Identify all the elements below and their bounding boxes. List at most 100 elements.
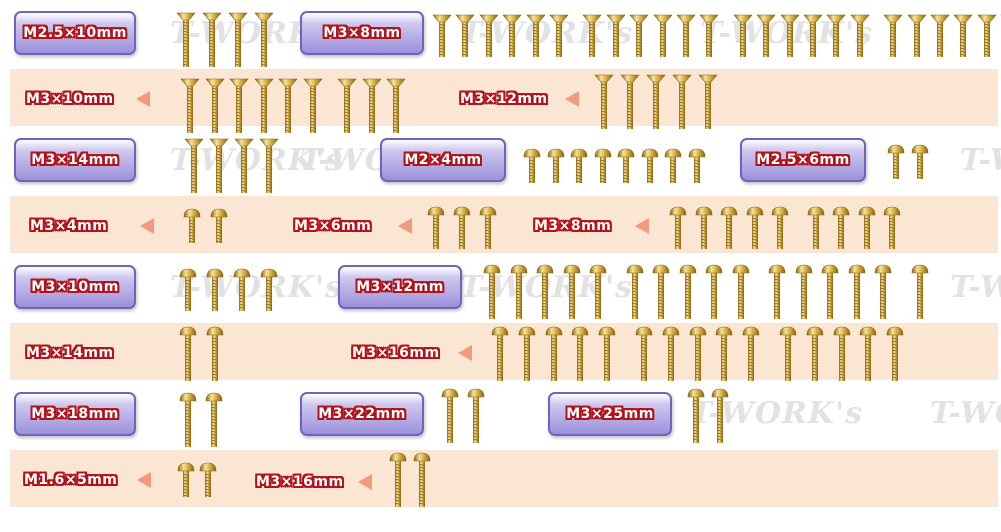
screw-icon (930, 14, 950, 62)
screw-icon (278, 78, 298, 138)
size-label: M3×14mm (26, 345, 114, 361)
screw-icon (756, 14, 776, 62)
screw-icon (569, 148, 589, 188)
screw-icon (229, 78, 249, 138)
screw-icon (651, 264, 671, 324)
screw-icon (953, 14, 974, 62)
size-label-plain: M3×10mm (26, 84, 114, 114)
screw-icon (232, 268, 252, 316)
watermark: T-WORK's (950, 270, 1001, 305)
screw-icon (228, 12, 248, 72)
pointer-arrow-icon (458, 345, 472, 361)
screw-icon (779, 14, 800, 62)
screw-icon (388, 452, 408, 512)
screw-icon (361, 78, 382, 138)
screw-icon (646, 74, 666, 134)
size-label-plain: M3×14mm (26, 338, 114, 368)
screw-icon (794, 264, 814, 324)
screw-icon (570, 326, 590, 386)
screw-icon (253, 78, 274, 138)
screw-icon (620, 74, 640, 134)
screw-icon (588, 264, 608, 324)
screw-icon (668, 206, 688, 254)
screw-icon (678, 264, 698, 324)
screw-icon (597, 326, 617, 386)
screw-icon (452, 206, 472, 254)
screw-icon (640, 148, 660, 188)
watermark: T-WORK's (170, 270, 344, 305)
pointer-arrow-icon (565, 91, 579, 107)
screw-icon (209, 138, 229, 198)
screw-icon (606, 14, 626, 62)
screw-icon (688, 326, 708, 386)
screw-icon (710, 388, 730, 448)
screw-icon (977, 14, 997, 62)
screw-icon (546, 148, 566, 188)
screw-icon (205, 326, 225, 386)
screw-icon (714, 326, 734, 386)
screw-icon (176, 12, 196, 72)
screw-icon (337, 78, 357, 138)
size-label: M2.5×10mm (23, 25, 127, 41)
screw-icon (699, 14, 720, 62)
size-label: M3×22mm (318, 406, 406, 422)
screw-icon (719, 206, 739, 254)
screw-icon (652, 14, 673, 62)
size-label: M3×10mm (31, 279, 119, 295)
screw-icon (741, 326, 761, 386)
screw-icon (455, 14, 476, 62)
screw-icon (820, 264, 840, 324)
screw-icon (687, 148, 707, 188)
screw-icon (176, 462, 196, 502)
screw-icon (886, 144, 906, 184)
screw-icon (731, 264, 751, 324)
screw-icon (205, 268, 225, 316)
screw-icon (805, 326, 825, 386)
screw-icon (440, 388, 460, 448)
screw-icon (629, 14, 649, 62)
screw-icon (180, 78, 200, 138)
screw-icon (883, 14, 903, 62)
screw-icon (625, 264, 645, 324)
screw-icon (910, 144, 930, 184)
watermark: T-WORK's (930, 396, 1001, 431)
size-label-plain: M3×16mm (352, 338, 440, 368)
screw-icon (234, 138, 254, 198)
screw-icon (806, 206, 826, 254)
screw-icon (634, 326, 654, 386)
screw-icon (259, 138, 279, 198)
screw-icon (549, 14, 569, 62)
screw-icon (426, 206, 446, 254)
screw-icon (386, 78, 406, 138)
size-label: M3×8mm (323, 25, 401, 41)
screw-icon (847, 264, 867, 324)
screw-icon (686, 388, 706, 448)
size-label: M3×8mm (534, 218, 612, 234)
screw-icon (178, 268, 198, 316)
screw-icon (858, 326, 878, 386)
screw-icon (826, 14, 847, 62)
screw-icon (259, 268, 279, 316)
size-label: M3×4mm (30, 218, 108, 234)
row-band (10, 196, 998, 253)
screw-icon (432, 14, 452, 62)
screw-icon (672, 74, 692, 134)
size-label-plain: M3×8mm (534, 211, 611, 241)
size-badge: M2.5×10mm (14, 11, 136, 55)
pointer-arrow-icon (635, 218, 649, 234)
screw-icon (661, 326, 681, 386)
screw-icon (593, 148, 613, 188)
size-badge: M3×14mm (14, 138, 136, 182)
screw-icon (184, 138, 204, 198)
screw-icon (466, 388, 486, 448)
pointer-arrow-icon (137, 472, 151, 488)
screw-icon (745, 206, 765, 254)
screw-icon (182, 208, 202, 248)
screw-icon (202, 12, 222, 72)
screw-icon (544, 326, 564, 386)
size-label: M3×10mm (26, 91, 114, 107)
size-label: M3×14mm (31, 152, 119, 168)
screw-icon (778, 326, 798, 386)
row-band (10, 450, 998, 507)
screw-icon (663, 148, 683, 188)
